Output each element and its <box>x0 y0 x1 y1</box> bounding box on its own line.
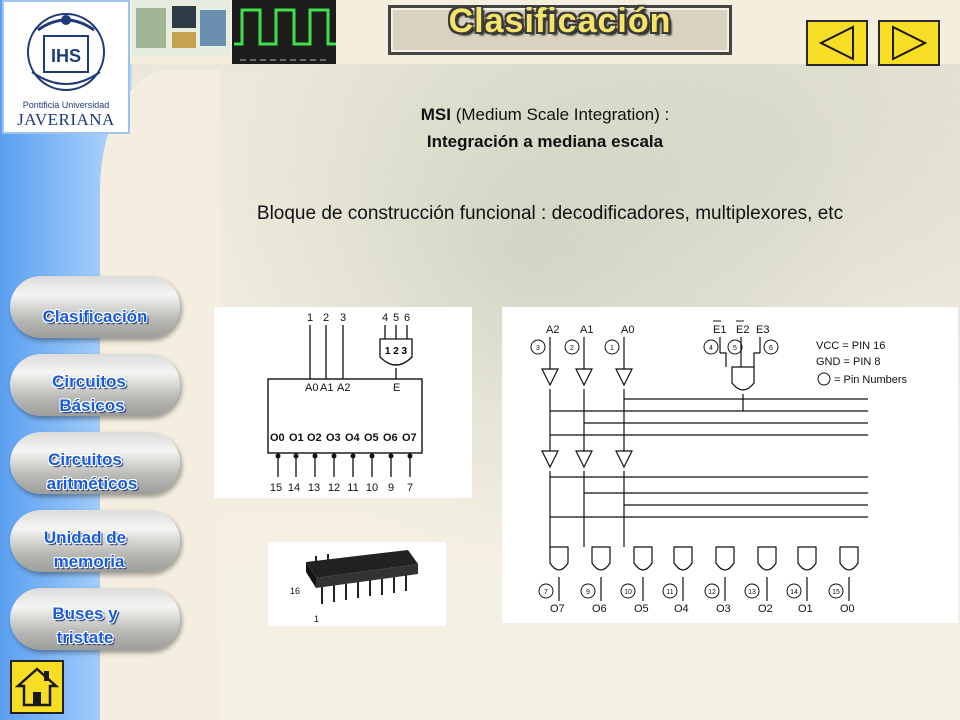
nav-unidad-memoria[interactable]: Unidad de memoria <box>10 510 180 572</box>
nav-label-line1: Unidad de <box>43 528 127 547</box>
output-label: O5 <box>364 432 379 444</box>
pin-number: 15 <box>832 589 840 596</box>
pin-number: 10 <box>624 589 632 596</box>
nav-label-line1: Buses y <box>52 604 118 623</box>
nav-buses-tristate[interactable]: Buses y tristate <box>10 588 180 650</box>
output-label: O5 <box>634 603 649 615</box>
title-box <box>388 5 732 55</box>
pin-label: 12 <box>328 482 340 494</box>
output-label: O1 <box>289 432 304 444</box>
pin-number: 1 <box>610 345 614 352</box>
ic-chip-image: 16 1 <box>268 542 446 626</box>
arrow-left-icon <box>818 25 854 61</box>
pin-label: 13 <box>308 482 320 494</box>
arrow-right-icon <box>892 25 928 61</box>
enable-label: E <box>393 382 400 394</box>
pin-number: 2 <box>570 345 574 352</box>
nav-label-line1: Circuitos <box>48 450 122 469</box>
output-label: O7 <box>402 432 417 444</box>
page-title: Clasificación <box>448 2 672 40</box>
pin-number: 6 <box>769 345 773 352</box>
output-label: O4 <box>345 432 361 444</box>
gnd-label: GND = PIN 8 <box>816 356 881 368</box>
institution-label: Pontificia Universidad <box>22 100 110 110</box>
output-label: O6 <box>383 432 398 444</box>
gate-pin-label: 1 2 3 <box>385 346 408 357</box>
nav-label-line2: tristate <box>56 628 114 647</box>
pin-circle-icon <box>817 372 831 386</box>
address-label: A0 <box>305 382 318 394</box>
input-label: A0 <box>621 324 634 336</box>
pin-label: 7 <box>407 482 413 494</box>
previous-button[interactable] <box>806 20 868 66</box>
nav-label-line2: memoria <box>53 552 125 571</box>
nav-clasificacion[interactable]: Clasificación <box>10 276 180 338</box>
output-label: O3 <box>326 432 341 444</box>
output-label: O0 <box>840 603 855 615</box>
enable-label: E3 <box>756 324 769 336</box>
pin-label: 9 <box>388 482 394 494</box>
output-label: O6 <box>592 603 607 615</box>
decoder-pinout-diagram: 1 2 3 4 5 6 1 2 3 A0 A1 A2 E O0 O1 O2 O3… <box>214 307 472 498</box>
output-label: O7 <box>550 603 565 615</box>
pin-label: 1 <box>307 312 313 324</box>
msi-abbrev: MSI <box>420 105 451 124</box>
square-wave-image <box>232 0 336 64</box>
nav-label-line2: Básicos <box>59 396 125 415</box>
output-label: O2 <box>758 603 773 615</box>
pin-number: 7 <box>544 589 548 596</box>
pin-numbers-legend: = Pin Numbers <box>834 374 908 386</box>
pin-number: 11 <box>666 589 673 596</box>
pin-number: 9 <box>586 589 590 596</box>
seal-text: IHS <box>51 46 81 66</box>
output-label: O2 <box>307 432 322 444</box>
vcc-label: VCC = PIN 16 <box>816 340 885 352</box>
pin-label: 3 <box>340 312 346 324</box>
pin-label: 14 <box>288 482 300 494</box>
next-button[interactable] <box>878 20 940 66</box>
output-label: O3 <box>716 603 731 615</box>
pin16-label: 16 <box>290 586 300 596</box>
msi-heading: MSI (Medium Scale Integration) : <box>160 105 930 125</box>
pin-label: 10 <box>366 482 378 494</box>
input-label: A1 <box>580 324 593 336</box>
seal-icon: IHS <box>27 13 105 91</box>
pin-number: 13 <box>748 589 756 596</box>
pin-label: 5 <box>393 312 399 324</box>
pin-number: 3 <box>536 345 540 352</box>
enable-label: E2 <box>736 324 749 336</box>
msi-subtitle: Integración a mediana escala <box>426 132 664 151</box>
nav-label-line1: Circuitos <box>52 372 126 391</box>
pin-number: 12 <box>708 589 716 596</box>
nav-label: Clasificación <box>42 307 148 326</box>
pin-number: 5 <box>733 345 737 352</box>
home-button[interactable] <box>10 660 64 714</box>
decoder-logic-diagram: A2 A1 A0 E1 E2 E3 3 2 1 4 5 6 <box>502 307 958 623</box>
home-icon <box>14 667 60 707</box>
address-label: A1 <box>320 382 333 394</box>
pin1-label: 1 <box>314 614 319 624</box>
output-label: O0 <box>270 432 285 444</box>
msi-expansion: (Medium Scale Integration) : <box>450 105 670 124</box>
input-label: A2 <box>546 324 559 336</box>
bloque-text: Bloque de construcción funcional : decod… <box>256 203 844 224</box>
nav-circuitos-aritmeticos[interactable]: Circuitos aritméticos <box>10 432 180 494</box>
pin-label: 15 <box>270 482 282 494</box>
pin-label: 11 <box>347 482 358 494</box>
pin-label: 4 <box>382 312 388 324</box>
nav-label-line2: aritméticos <box>46 474 138 493</box>
enable-label: E1 <box>713 324 726 336</box>
pin-label: 2 <box>323 312 329 324</box>
address-label: A2 <box>337 382 350 394</box>
circuit-board-image <box>132 0 230 56</box>
pin-label: 6 <box>404 312 410 324</box>
university-logo: IHS Pontificia Universidad JAVERIANA <box>2 0 130 134</box>
pin-number: 14 <box>790 589 798 596</box>
institution-name: JAVERIANA <box>17 110 115 129</box>
pin-number: 4 <box>709 345 713 352</box>
output-label: O1 <box>798 603 813 615</box>
output-label: O4 <box>674 603 689 615</box>
nav-circuitos-basicos[interactable]: Circuitos Básicos <box>10 354 180 416</box>
